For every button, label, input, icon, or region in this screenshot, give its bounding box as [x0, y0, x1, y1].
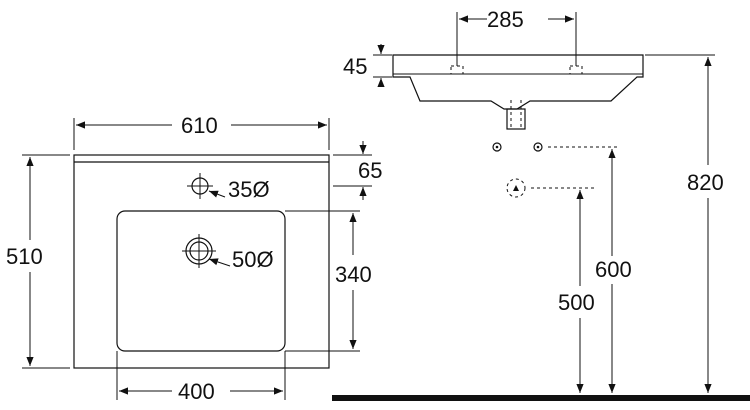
- floor-line: [332, 395, 750, 401]
- side-view: 285 45 820 600 500: [332, 7, 750, 401]
- supply-valve-right-icon: [533, 142, 543, 152]
- tap-hole-label: 35Ø: [228, 177, 270, 202]
- drain-connection-icon: [506, 178, 526, 198]
- top-height-label: 820: [687, 170, 724, 195]
- drain-height-label: 500: [558, 290, 595, 315]
- bowl-depth-label: 340: [335, 262, 372, 287]
- supply-valve-left-icon: [492, 142, 502, 152]
- basin-side-profile: [392, 54, 644, 110]
- width-label: 610: [181, 113, 218, 138]
- drain-leader: [208, 258, 231, 267]
- basin-outline: [73, 154, 330, 369]
- drain-icon: [182, 234, 216, 268]
- tap-hole-icon: [187, 173, 213, 199]
- tap-hole-leader: [208, 190, 226, 198]
- plan-view: 35Ø 50Ø 610 510 65 340: [6, 113, 382, 404]
- tap-hole-left-icon: [450, 65, 464, 75]
- outlet-height-label: 600: [595, 257, 632, 282]
- rim-thickness-label: 45: [343, 54, 367, 79]
- drain-label: 50Ø: [232, 247, 274, 272]
- depth-label: 510: [6, 244, 43, 269]
- back-edge-label: 65: [358, 158, 382, 183]
- tap-hole-right-icon: [569, 65, 583, 75]
- bowl-outline: [116, 210, 286, 352]
- waste-outlet-icon: [506, 100, 526, 130]
- tap-spacing-label: 285: [487, 7, 524, 32]
- bowl-width-label: 400: [178, 379, 215, 404]
